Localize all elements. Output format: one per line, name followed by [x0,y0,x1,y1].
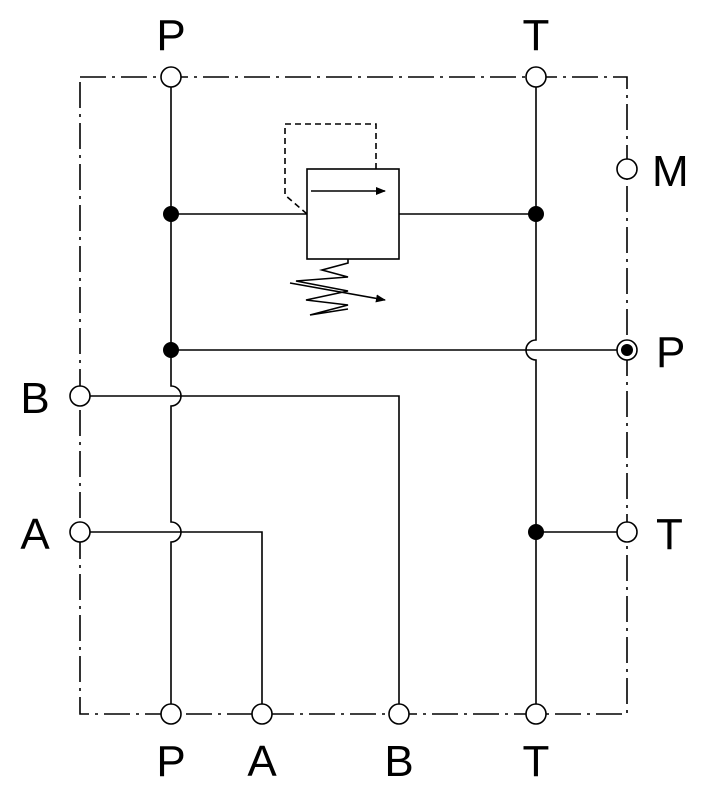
label-right-m: M [652,147,689,196]
port-top-t [525,66,547,88]
label-bottom-p: P [156,737,185,786]
port-left-b [69,385,91,407]
label-bottom-b: B [384,737,413,786]
port-bottom-p [160,703,182,725]
adjustable-spring [295,259,349,316]
label-left-a: A [20,510,50,559]
junction-dot [163,206,179,222]
p-vertical-line [170,87,182,704]
port-bottom-b [388,703,410,725]
label-top-t: T [523,11,550,60]
port-bottom-a [251,703,273,725]
port-left-a [69,521,91,543]
label-right-t: T [656,510,683,559]
label-left-b: B [20,374,49,423]
port-right-t [616,521,638,543]
adjustment-arrow [289,282,386,303]
label-bottom-a: A [247,737,277,786]
label-top-p: P [156,11,185,60]
junction-dot [528,206,544,222]
a-line [90,531,263,704]
pilot-line [284,123,377,215]
port-right-p-plug [621,344,633,356]
valve-body [306,168,400,260]
b-line [90,395,400,704]
label-right-p: P [656,328,685,377]
manifold-boundary [79,76,628,715]
port-top-p [160,66,182,88]
junction-dot [163,342,179,358]
port-bottom-t [525,703,547,725]
port-right-m [616,158,638,180]
t-vertical-line [525,87,537,704]
label-bottom-t: T [523,737,550,786]
junction-dot [528,524,544,540]
